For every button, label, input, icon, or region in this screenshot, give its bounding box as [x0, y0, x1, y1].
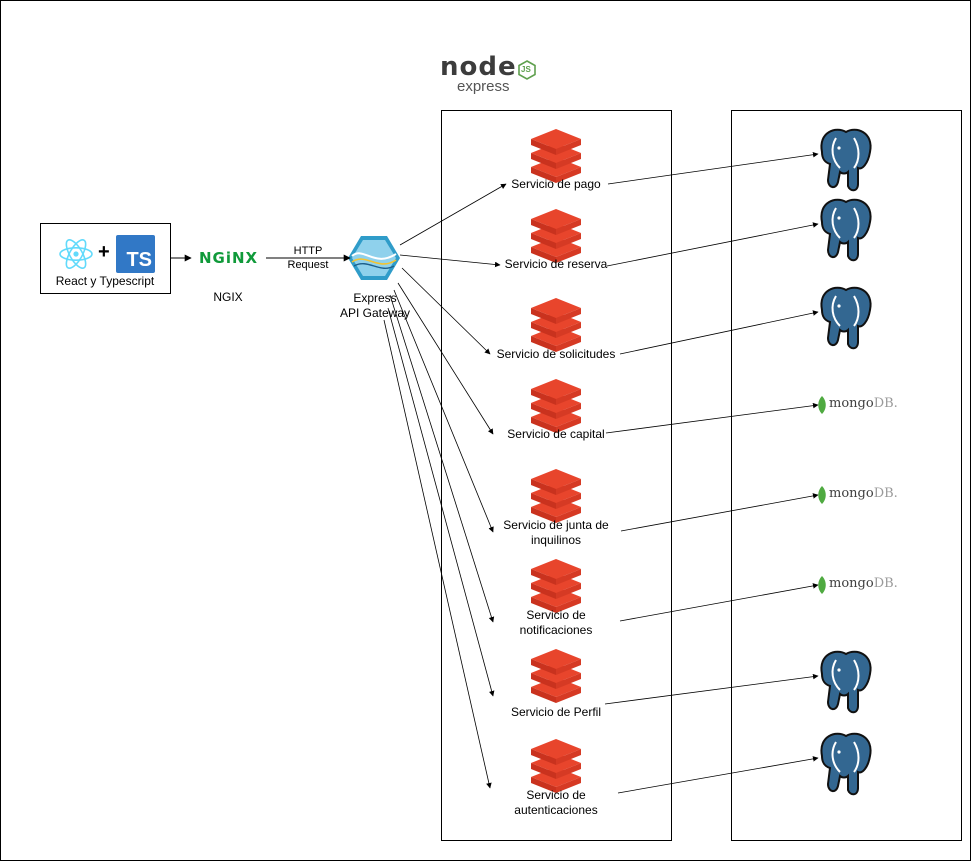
- databases-container: [731, 110, 962, 841]
- service-stack-icon: [531, 298, 581, 352]
- service-stack-icon: [531, 379, 581, 433]
- service-stack-icon: [531, 129, 581, 183]
- express-logo-text: express: [457, 78, 510, 95]
- service-label: Servicio de Perfil: [510, 705, 602, 719]
- typescript-icon: TS: [116, 235, 155, 273]
- typescript-icon-text: TS: [126, 249, 152, 271]
- arrow-service-to-db-6: [619, 583, 819, 622]
- mongodb-wordmark-prefix: mongo: [829, 576, 874, 591]
- service-label: Servicio de capital: [507, 427, 605, 441]
- arrow-gateway-to-service-1: [399, 183, 507, 246]
- mongodb-wordmark: mongoDB.: [829, 486, 898, 501]
- gateway-label: Express API Gateway: [339, 291, 411, 320]
- node-express-logo: node JS express: [440, 52, 550, 96]
- service-stack-icon: [531, 739, 581, 793]
- mongodb-leaf-icon: [818, 396, 826, 414]
- nginx-logo: NGiNX: [199, 249, 259, 267]
- postgresql-icon: [820, 198, 872, 262]
- arrow-service-to-db-8: [617, 756, 819, 794]
- postgresql-icon: [820, 128, 872, 192]
- arrow-gateway-to-service-5: [393, 289, 494, 533]
- node-logo-text: node: [440, 52, 517, 82]
- service-label: Servicio de reserva: [504, 257, 608, 271]
- mongodb-wordmark: mongoDB.: [829, 576, 898, 591]
- service-stack-icon: [531, 649, 581, 703]
- service-label: Servicio de autenticaciones: [514, 788, 598, 817]
- mongodb-wordmark-suffix: DB.: [873, 576, 898, 591]
- arrow-service-to-db-1: [607, 151, 819, 185]
- http-request-label: HTTP Request: [287, 245, 329, 271]
- service-stack-icon: [531, 209, 581, 263]
- arrow-gateway-to-service-2: [399, 254, 501, 268]
- service-label: Servicio de notificaciones: [519, 608, 593, 637]
- postgresql-icon: [820, 732, 872, 796]
- arrow-gateway-to-service-4: [397, 282, 494, 435]
- service-stack-icon: [531, 559, 581, 613]
- mongodb-wordmark: mongoDB.: [829, 396, 898, 411]
- services-container: [441, 110, 672, 841]
- arrow-service-to-db-7: [604, 673, 819, 705]
- mongodb-wordmark-prefix: mongo: [829, 396, 874, 411]
- arrow-gateway-to-service-7: [387, 307, 495, 697]
- arrow-service-to-db-3: [619, 310, 819, 355]
- nodejs-hex-icon: JS: [517, 60, 537, 80]
- frontend-label: React y Typescript: [55, 274, 155, 288]
- service-label: Servicio de pago: [511, 177, 601, 191]
- arrow-gateway-to-service-3: [401, 267, 491, 355]
- postgresql-icon: [820, 650, 872, 714]
- mongodb-wordmark-suffix: DB.: [873, 486, 898, 501]
- arrow-service-to-db-4: [605, 402, 819, 434]
- arrow-service-to-db-2: [606, 222, 819, 267]
- service-label: Servicio de solicitudes: [496, 347, 616, 361]
- arrow-gateway-to-service-8: [383, 319, 492, 789]
- arrow-gateway-to-service-6: [389, 294, 495, 623]
- nginx-label: NGIX: [213, 290, 243, 304]
- service-stack-icon: [531, 469, 581, 523]
- mongodb-leaf-icon: [818, 486, 826, 504]
- postgresql-icon: [820, 286, 872, 350]
- mongodb-wordmark-prefix: mongo: [829, 486, 874, 501]
- mongodb-wordmark-suffix: DB.: [873, 396, 898, 411]
- frontend-box: [40, 223, 171, 294]
- service-label: Servicio de junta de inquilinos: [503, 518, 609, 547]
- nodejs-hex-text: JS: [521, 65, 531, 74]
- arrow-service-to-db-5: [620, 493, 819, 532]
- plus-sign: +: [98, 241, 110, 263]
- mongodb-leaf-icon: [818, 576, 826, 594]
